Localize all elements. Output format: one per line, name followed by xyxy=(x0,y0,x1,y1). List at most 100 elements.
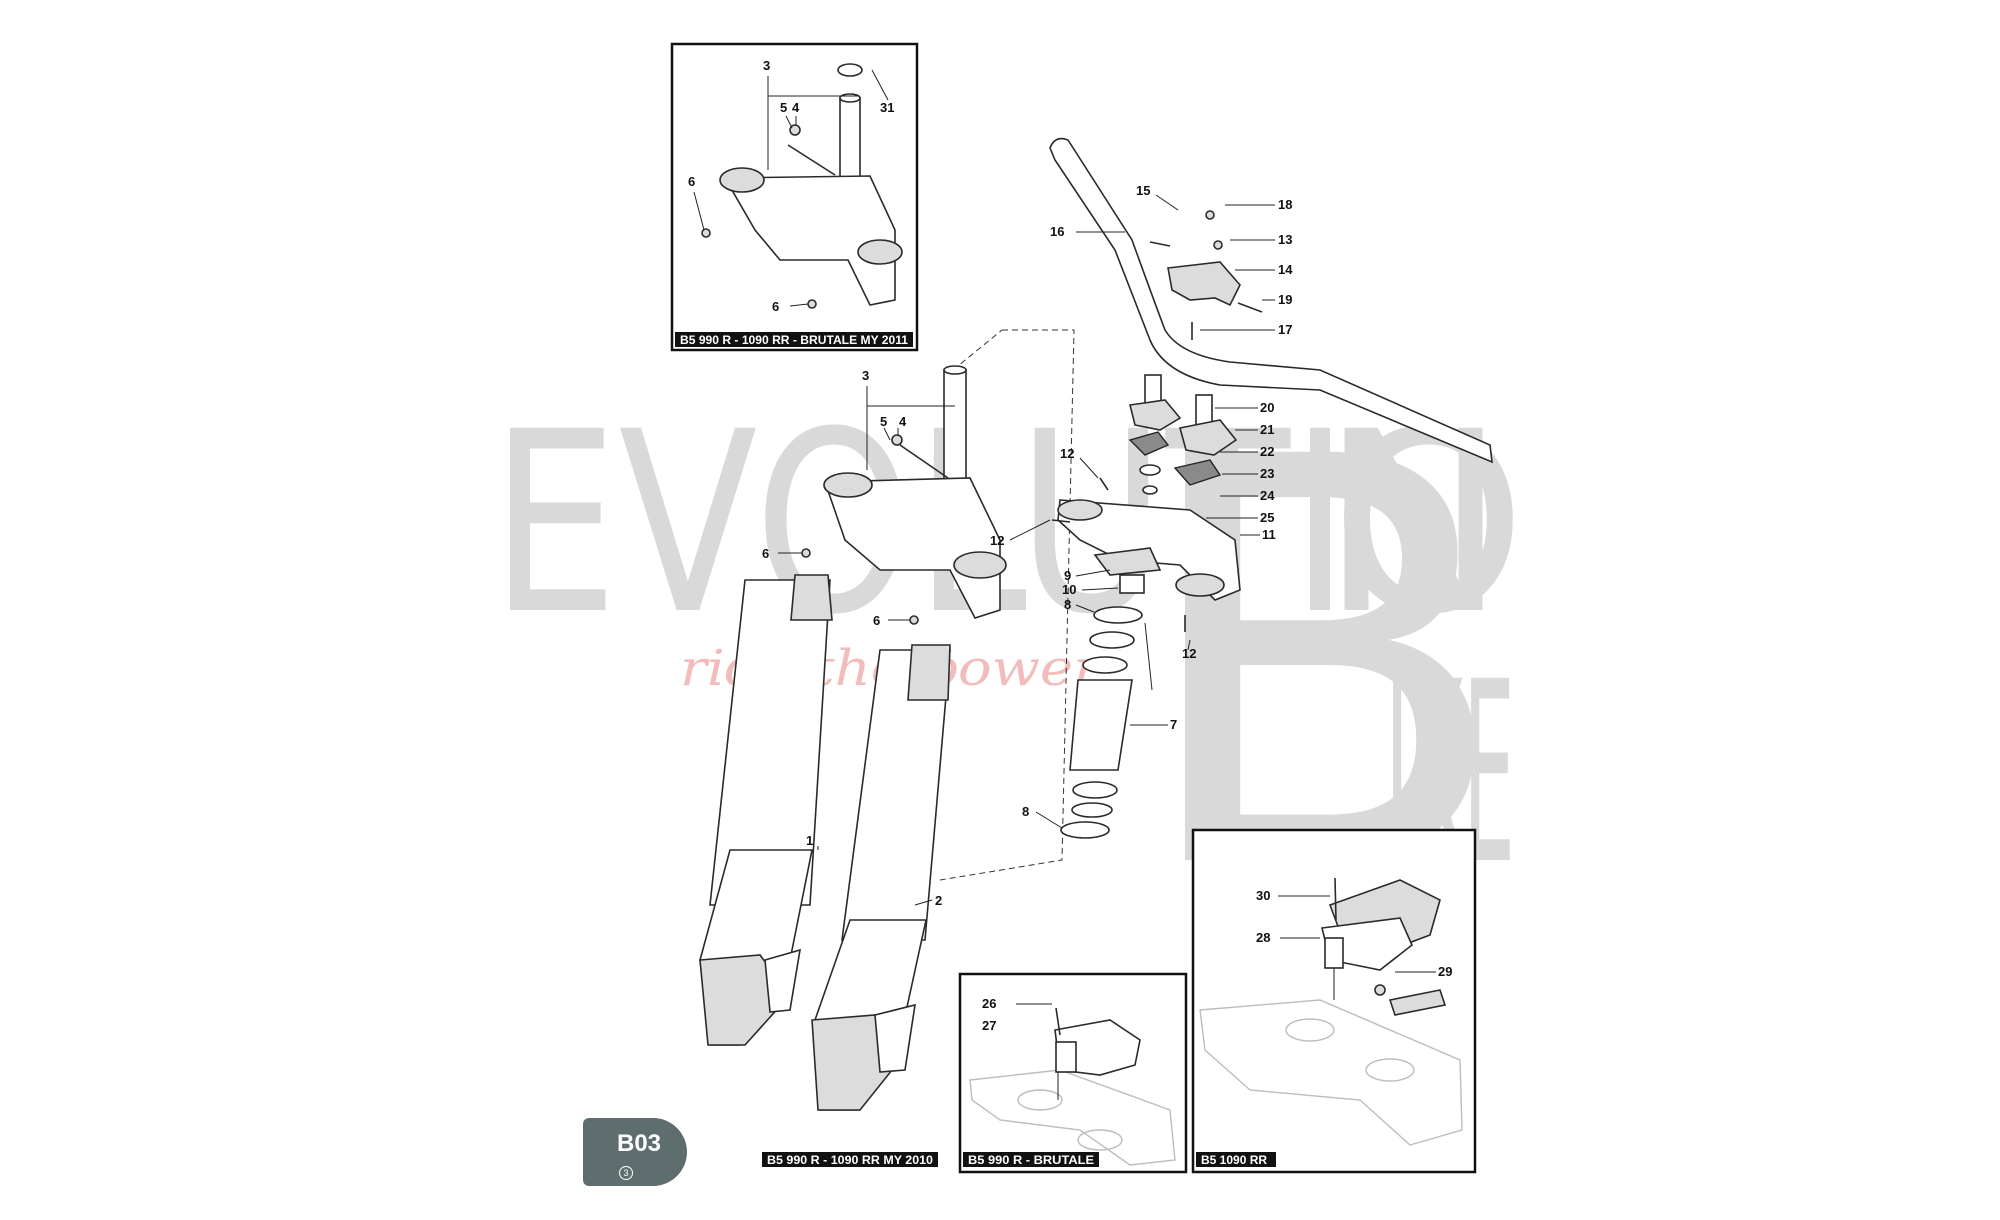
steering-nut-9 xyxy=(1093,547,1162,576)
nut-25 xyxy=(1142,485,1158,495)
main-pinch-bolt xyxy=(899,444,949,479)
washer-24 xyxy=(1139,464,1161,476)
pinch-bolt-4 xyxy=(787,144,836,176)
callout-8a: 8 xyxy=(1064,597,1071,612)
callout-26: 26 xyxy=(982,996,996,1011)
callout-15: 15 xyxy=(1136,183,1150,198)
panel-brutale: 26 27 B5 990 R - BRUTALE xyxy=(958,972,1188,1174)
ghost-bore-a xyxy=(1017,1089,1063,1111)
riser-post-28 xyxy=(1324,937,1344,969)
steering-damper-29 xyxy=(1388,989,1447,1016)
callout-18: 18 xyxy=(1278,197,1292,212)
damper-screw-29 xyxy=(1374,984,1386,996)
callout-19: 19 xyxy=(1278,292,1292,307)
screw-6-lower xyxy=(807,299,817,309)
screw-6-upper xyxy=(701,228,711,238)
callout-6d: 6 xyxy=(873,613,880,628)
panel-brutale-label-bg xyxy=(963,1152,1099,1167)
panel-1090rr-label-bg xyxy=(1196,1152,1276,1167)
fork-leg-1-caliper-mount xyxy=(764,948,801,1013)
bearing-upper xyxy=(1089,631,1135,649)
bearing-lower xyxy=(1072,781,1118,799)
riser-right xyxy=(1195,394,1213,426)
callout-11: 11 xyxy=(1262,527,1276,542)
leader-8b xyxy=(1035,811,1063,829)
callout-12a: 12 xyxy=(1060,446,1074,461)
dashed-boundary-top xyxy=(952,329,1003,371)
ghost-bore-d xyxy=(1365,1058,1415,1082)
stem-top xyxy=(839,93,861,103)
leader-12b xyxy=(1009,519,1051,541)
fork-leg-2-spring-cap xyxy=(907,644,951,701)
screw-12-left xyxy=(1051,519,1071,523)
callout-9: 9 xyxy=(1064,568,1071,583)
riser-clamp-20 xyxy=(1129,399,1182,431)
seal-8-lower xyxy=(1060,821,1110,839)
panel-brutale-label: B5 990 R - BRUTALE xyxy=(968,1153,1094,1167)
panel-main: B5 990 R - 1090 RR MY 2010 xyxy=(762,1152,938,1167)
panel-brutale-frame xyxy=(958,972,1188,1174)
panel-my2011: 3 4 5 31 6 6 B5 990 R - 1090 RR - BRUTAL… xyxy=(670,42,919,352)
leader-15 xyxy=(1155,194,1179,211)
panel-1090rr-ghost-clamp xyxy=(1199,999,1463,1146)
callout-30: 30 xyxy=(1256,888,1270,903)
screw-12-top xyxy=(1099,477,1109,491)
upper-clamp-bore-right xyxy=(1175,573,1225,597)
main-screw-6-upper xyxy=(801,548,811,558)
callout-12c: 12 xyxy=(1182,646,1196,661)
riser-clamp-21 xyxy=(1179,419,1238,456)
dashed-boundary xyxy=(939,329,1075,881)
callout-4-main: 4 xyxy=(899,414,907,429)
panel-main-label-bg xyxy=(762,1152,938,1167)
callout-2: 2 xyxy=(935,893,942,908)
main-screw-5 xyxy=(891,434,903,446)
callout-22: 22 xyxy=(1260,444,1274,459)
leader-31 xyxy=(871,69,889,101)
riser-post-27 xyxy=(1055,1041,1077,1073)
callout-27: 27 xyxy=(982,1018,996,1033)
callout-23: 23 xyxy=(1260,466,1274,481)
main-leader-5 xyxy=(883,427,891,441)
badge-number: 3 xyxy=(619,1166,633,1180)
pin-15 xyxy=(1149,241,1171,247)
bolt-26 xyxy=(1055,1007,1061,1036)
callout-14: 14 xyxy=(1278,262,1293,277)
leader-10 xyxy=(1081,587,1119,591)
panel-main-label: B5 990 R - 1090 RR MY 2010 xyxy=(767,1153,933,1167)
callout-3: 3 xyxy=(763,58,770,73)
clamp-bore-left xyxy=(719,167,765,193)
callout-17: 17 xyxy=(1278,322,1292,337)
callout-16: 16 xyxy=(1050,224,1064,239)
handlebar-clamp-14 xyxy=(1167,261,1241,307)
leader-12a xyxy=(1079,457,1099,479)
callout-6c: 6 xyxy=(762,546,769,561)
leader-12c xyxy=(1187,639,1191,651)
screw-18 xyxy=(1205,210,1215,220)
callout-7: 7 xyxy=(1170,717,1177,732)
callout-5: 5 xyxy=(780,100,787,115)
main-clamp-bore-left xyxy=(823,472,873,498)
callout-6a: 6 xyxy=(688,174,695,189)
callout-28: 28 xyxy=(1256,930,1270,945)
leader-8a xyxy=(1075,604,1095,613)
screw-5 xyxy=(789,124,801,136)
main-stem-top xyxy=(943,365,967,375)
callout-12b: 12 xyxy=(990,533,1004,548)
headstock-7 xyxy=(1069,679,1133,771)
callout-6b: 6 xyxy=(772,299,779,314)
leader-9 xyxy=(1075,569,1111,577)
steering-head-assembly: 15 16 18 13 14 19 17 20 21 22 23 24 25 1… xyxy=(990,137,1493,839)
callout-5-main: 5 xyxy=(880,414,887,429)
ghost-bore-b xyxy=(1077,1129,1123,1151)
callout-4: 4 xyxy=(792,100,800,115)
bolt-19 xyxy=(1237,302,1263,313)
leader-6b xyxy=(789,303,809,307)
callout-24: 24 xyxy=(1260,488,1275,503)
main-screw-6-lower xyxy=(909,615,919,625)
ghost-bore-c xyxy=(1285,1018,1335,1042)
callout-13: 13 xyxy=(1278,232,1292,247)
main-lower-triple-clamp xyxy=(823,477,1001,619)
fork-leg-2-caliper-mount xyxy=(874,1003,916,1073)
